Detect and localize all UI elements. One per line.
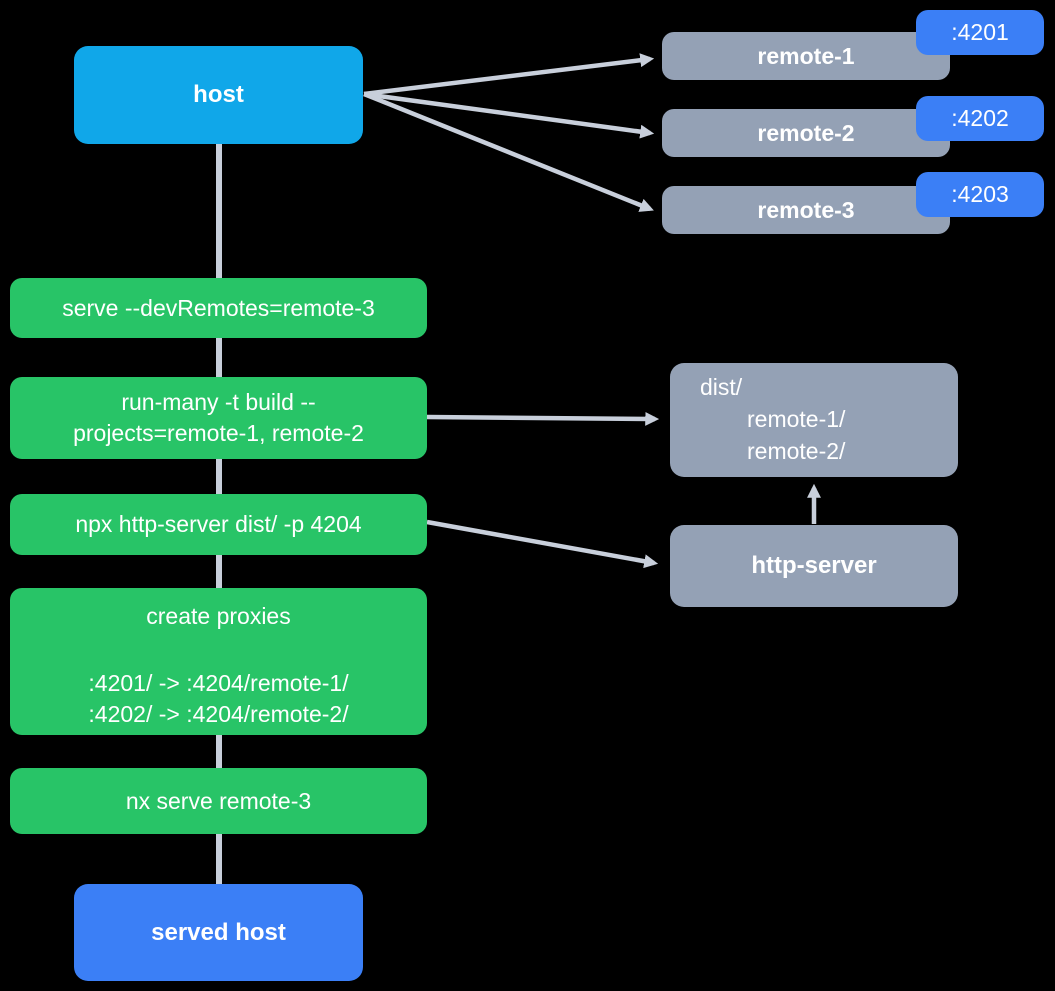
port-badge-4201: :4201 (916, 10, 1044, 55)
command-npx-label: npx http-server dist/ -p 4204 (75, 511, 362, 537)
command-nx-serve-label: nx serve remote-3 (125, 787, 312, 814)
http-server-label: http-server (751, 552, 877, 579)
command-serve-dev-remotes: serve --devRemotes=remote-3 (10, 278, 427, 338)
http-server-node: http-server (670, 525, 958, 607)
dist-remote-1-label: remote-1/ (747, 406, 846, 432)
create-proxies-title: create proxies (146, 603, 291, 629)
command-npx-http-server: npx http-server dist/ -p 4204 (10, 494, 427, 555)
remote-1-label: remote-1 (757, 42, 855, 69)
command-run-many-line1: run-many -t build -- (121, 389, 316, 415)
remote-3-node: remote-3 (662, 186, 950, 234)
dist-root-label: dist/ (700, 374, 743, 400)
port-4201-label: :4201 (951, 19, 1009, 45)
command-nx-serve-remote-3: nx serve remote-3 (10, 768, 427, 834)
host-label: host (193, 81, 244, 108)
dist-folder-node: dist/ remote-1/ remote-2/ (670, 363, 958, 477)
remote-2-node: remote-2 (662, 109, 950, 157)
port-4202-label: :4202 (951, 105, 1009, 131)
proxy-rule-1: :4201/ -> :4204/remote-1/ (88, 670, 349, 696)
port-badge-4202: :4202 (916, 96, 1044, 141)
command-run-many-line2: projects=remote-1, remote-2 (73, 420, 364, 446)
arrow-host-to-remote-1 (363, 53, 655, 97)
remote-3-label: remote-3 (757, 196, 855, 223)
command-run-many-build: run-many -t build -- projects=remote-1, … (10, 377, 427, 459)
served-host-node: served host (74, 884, 363, 981)
arrow-host-to-remote-2 (363, 91, 655, 139)
remote-1-node: remote-1 (662, 32, 950, 80)
command-serve-label: serve --devRemotes=remote-3 (62, 294, 375, 321)
port-4203-label: :4203 (951, 181, 1009, 207)
command-create-proxies: create proxies :4201/ -> :4204/remote-1/… (10, 588, 427, 735)
proxy-rule-2: :4202/ -> :4204/remote-2/ (88, 701, 349, 727)
served-host-label: served host (151, 918, 286, 946)
dist-remote-2-label: remote-2/ (747, 438, 846, 464)
host-node: host (74, 46, 363, 144)
remote-2-label: remote-2 (757, 119, 855, 146)
arrow-run-many-to-dist (426, 411, 660, 426)
port-badge-4203: :4203 (916, 172, 1044, 217)
arrow-host-to-remote-3 (363, 91, 654, 212)
arrow-npx-to-http-server (426, 519, 659, 569)
